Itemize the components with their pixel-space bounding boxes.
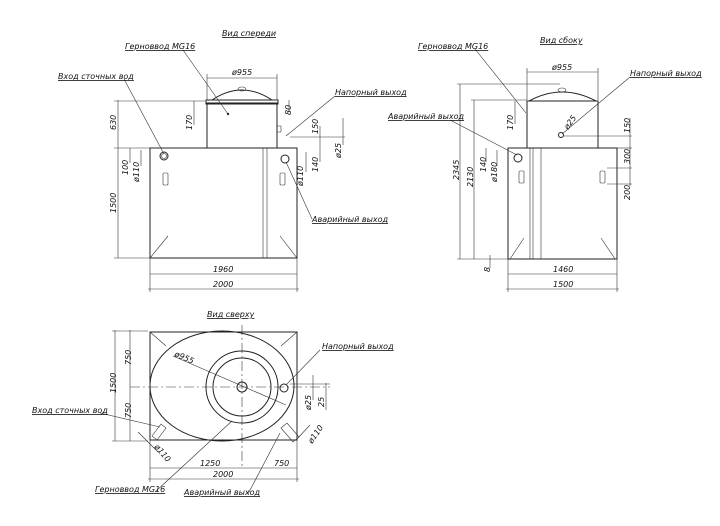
side-dim-2345: 2345 (452, 160, 461, 180)
side-dim-8: 8 (483, 267, 492, 272)
side-manhole (526, 100, 599, 149)
side-lifting-slot-left (518, 170, 525, 184)
top-label-pressure-outlet: Напорный выход (322, 342, 394, 351)
top-pressure-pipe (279, 383, 289, 393)
top-view-title: Вид сверху (207, 310, 255, 319)
side-dim-1460: 1460 (553, 265, 573, 274)
top-dim-1250: 1250 (200, 459, 220, 468)
front-dim-80: 80 (284, 105, 293, 115)
side-lifting-slot-right (599, 170, 606, 184)
top-dim-manhole-dia: ø955 (172, 349, 195, 366)
front-pressure-pipe (277, 125, 282, 133)
front-dim-2000: 2000 (213, 280, 233, 289)
front-lifting-slot-right (279, 172, 286, 186)
front-emergency-pipe (280, 154, 290, 164)
side-label-pressure-outlet: Напорный выход (630, 69, 702, 78)
front-label-emergency-outlet: Аварийный выход (311, 215, 389, 224)
side-dim-300: 300 (623, 149, 632, 164)
top-label-sewage-inlet: Вход сточных вод (32, 406, 108, 415)
top-label-hermetic-input: Герноввод MG16 (95, 485, 165, 494)
top-emergency-pipe (280, 422, 300, 443)
front-dim-manhole-dia: ø955 (231, 68, 252, 77)
top-dim-25: 25 (317, 397, 326, 407)
side-dim-d180: ø180 (490, 162, 499, 183)
front-inlet-pipe (159, 151, 169, 161)
side-dim-170: 170 (506, 115, 515, 130)
top-label-emergency-outlet: Аварийный выход (183, 488, 261, 497)
front-manhole (206, 102, 278, 149)
side-view: Вид сбоку ø955 2345 2130 8 170 140 ø180 … (387, 36, 702, 292)
front-view: Вид спереди ø955 630 1500 170 100 ø110 8… (58, 29, 407, 292)
front-dim-d110-right: ø110 (296, 166, 305, 187)
side-label-hermetic-input: Герноввод MG16 (418, 42, 488, 51)
front-dim-170: 170 (185, 115, 194, 130)
front-label-hermetic-input: Герноввод MG16 (125, 42, 195, 51)
front-dim-1500: 1500 (109, 193, 118, 213)
side-pressure-pipe (558, 132, 564, 138)
front-dim-150: 150 (311, 119, 320, 134)
side-dim-200: 200 (623, 185, 632, 200)
front-dim-1960: 1960 (213, 265, 233, 274)
front-dim-630: 630 (109, 115, 118, 130)
top-dim-2000: 2000 (213, 470, 233, 479)
front-label-sewage-inlet: Вход сточных вод (58, 72, 134, 81)
side-dim-2130: 2130 (466, 167, 475, 187)
side-label-emergency-outlet: Аварийный выход (387, 112, 465, 121)
side-dim-manhole-dia: ø955 (551, 63, 572, 72)
top-dim-750-b: 750 (124, 403, 133, 418)
front-label-pressure-outlet: Напорный выход (335, 88, 407, 97)
top-dim-1500: 1500 (109, 373, 118, 393)
side-dim-140: 140 (479, 157, 488, 172)
front-lifting-slot-left (162, 172, 169, 186)
front-dim-140: 140 (311, 157, 320, 172)
front-manhole-lid (211, 89, 273, 101)
top-view: Вид сверху ø955 1500 750 750 ø25 25 ø110… (32, 310, 394, 497)
front-view-title: Вид спереди (222, 29, 276, 38)
top-tank-body (149, 330, 295, 442)
side-dim-150: 150 (623, 118, 632, 133)
side-tank-body (507, 147, 618, 260)
front-dim-d110-left: ø110 (132, 162, 141, 183)
front-tank-body (149, 147, 298, 259)
side-dim-1500: 1500 (553, 280, 573, 289)
front-dim-100: 100 (121, 160, 130, 175)
top-dim-750-a: 750 (124, 350, 133, 365)
side-emergency-pipe (513, 153, 523, 163)
top-dim-d110-left: ø110 (152, 442, 173, 464)
side-view-title: Вид сбоку (540, 36, 583, 45)
front-dim-d25: ø25 (334, 143, 343, 159)
top-dim-750: 750 (274, 459, 289, 468)
top-inlet-pipe (151, 423, 167, 441)
top-dim-d25: ø25 (304, 395, 313, 411)
side-manhole-lid (528, 91, 597, 102)
